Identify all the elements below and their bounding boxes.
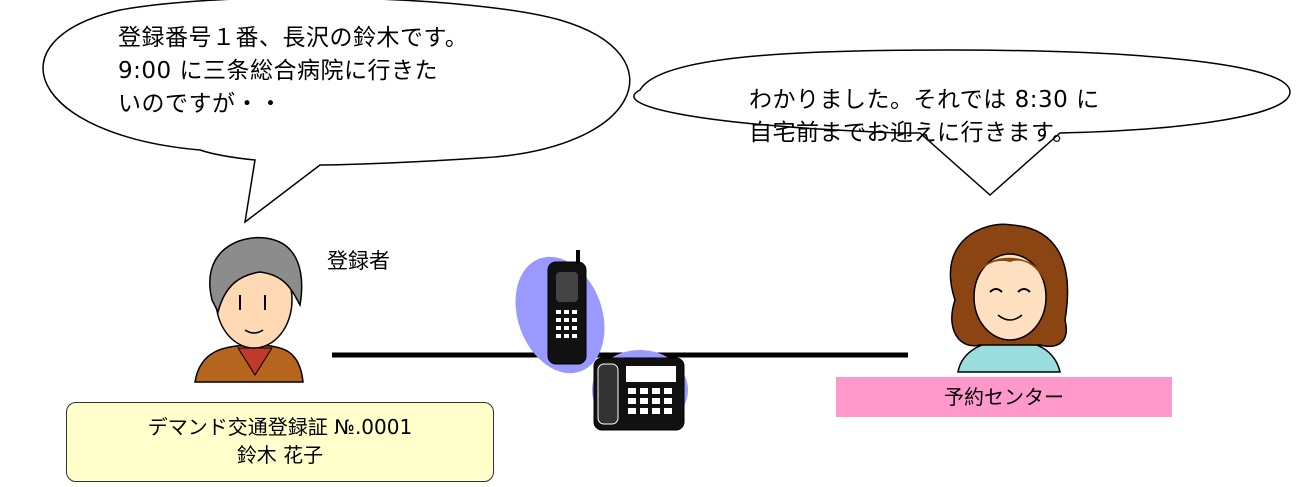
speech-bubble-left <box>42 0 631 224</box>
receptionist-person-icon <box>949 223 1069 373</box>
speech-text-center: わかりました。それでは 8:30 に 自宅前までお迎えに行きます。 <box>749 87 1100 146</box>
reservation-center-label: 予約センター <box>836 377 1172 417</box>
card-name: 鈴木 花子 <box>236 443 324 467</box>
speech-text-user: 登録番号１番、長沢の鈴木です。 9:00 に三条総合病院に行きた いのですが・・ <box>118 25 469 117</box>
desk-phone-icon <box>592 350 688 431</box>
registrant-label: 登録者 <box>327 249 390 273</box>
registration-card: デマンド交通登録証 №.0001 鈴木 花子 <box>66 402 494 482</box>
speech-bubble-right <box>633 49 1291 197</box>
registrant-person-icon <box>194 236 304 383</box>
card-title: デマンド交通登録証 №.0001 <box>147 415 413 439</box>
mobile-phone-icon <box>515 250 605 374</box>
